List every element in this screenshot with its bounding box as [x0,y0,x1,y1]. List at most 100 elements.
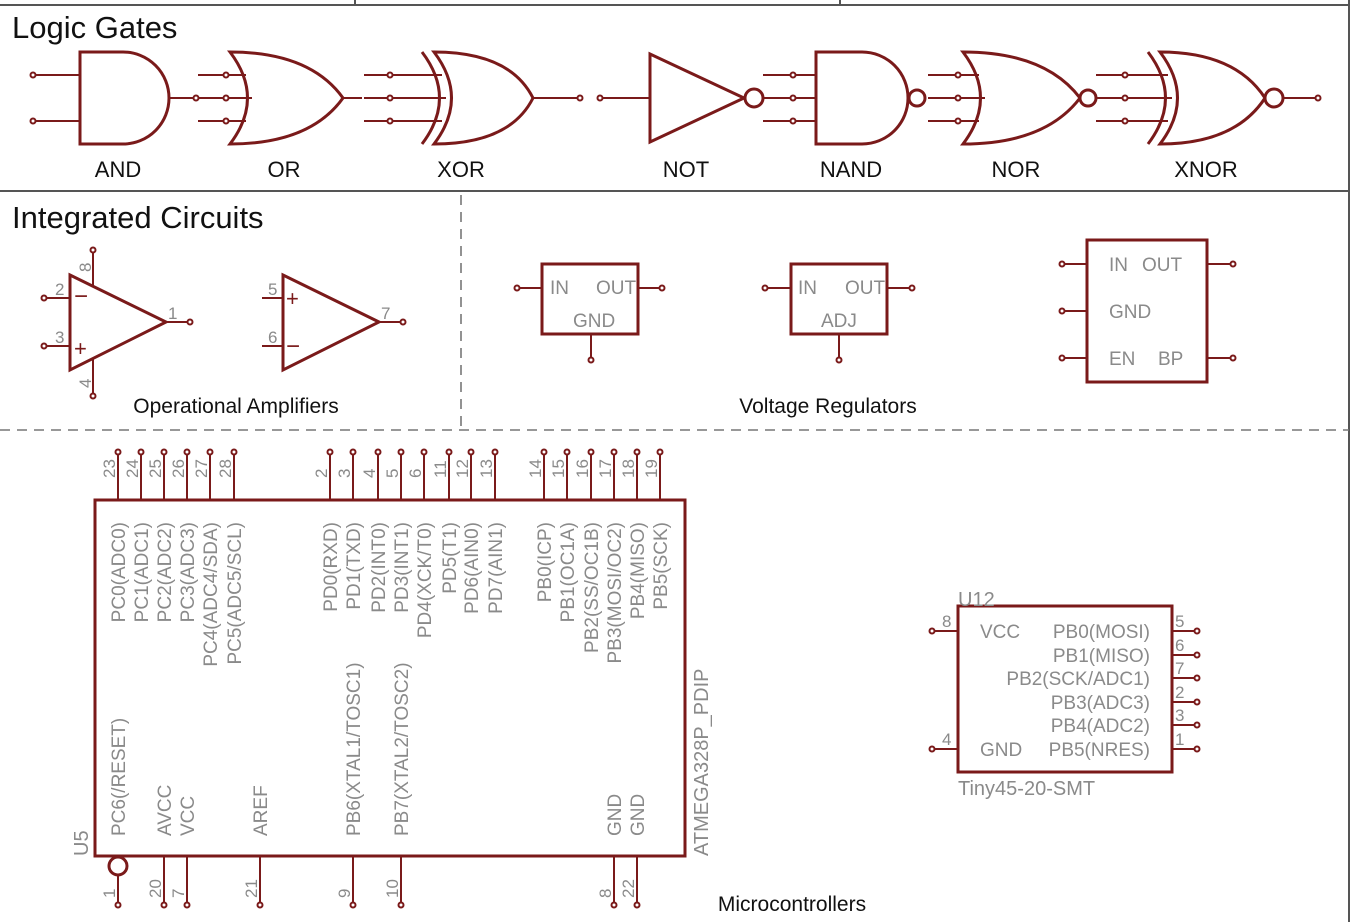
caption-voltage-regulators: Voltage Regulators [739,395,916,418]
attiny45-pins: 8VCC4GND5PB0(MOSI)6PB1(MISO)7PB2(SCK/ADC… [928,612,1201,761]
atmega-pin-number: 21 [242,879,261,898]
atmega-pin-number: 10 [383,879,402,898]
atmega-pin-name: PB6(XTAL1/TOSC1) [344,662,365,836]
tiny-pin-name: PB3(ADC3) [1051,693,1150,714]
atmega328p-symbol [93,498,687,877]
regulator-fixed-symbol [513,262,666,364]
atmega-pin-end [349,901,357,909]
atmega-pin-number: 20 [146,879,165,898]
tiny-pin-name: PB2(SCK/ADC1) [1006,669,1150,690]
opamp-b-pin-6: 6 [268,328,277,347]
atmega-pin-end [610,901,618,909]
atmega-pin-end [633,448,641,456]
atmega-pin-number: 25 [146,459,165,478]
opamp-b-plus-sign: + [286,286,299,311]
atmega-pin-number: 27 [192,459,211,478]
opamp-b-symbol [262,272,407,373]
atmega-pin-name: PB4(MISO) [628,522,649,619]
atmega-pin-name: PB3(MOSI/OC2) [605,522,626,663]
tiny-pin-end [1193,698,1201,706]
atmega-pin-name: PD3(INT1) [392,522,413,613]
tiny-pin-end [1193,651,1201,659]
regulator-fixed-out-label: OUT [596,278,637,299]
atmega-pin-name: PC1(ADC1) [132,522,153,622]
opamp-a-pin-4: 4 [76,379,95,388]
tiny-pin-end [928,745,936,753]
atmega-pin-number: 1 [100,889,119,898]
section-title-logic-gates: Logic Gates [12,10,177,45]
atmega-pin-name: AREF [251,785,272,836]
opamp-b-pin-7: 7 [381,304,390,323]
atmega-pin-end [420,448,428,456]
regulator-ldo-gnd-label: GND [1109,302,1151,323]
gate-label-xor: XOR [437,157,485,182]
attiny45-symbol [956,604,1174,774]
section-title-integrated-circuits: Integrated Circuits [12,200,264,235]
regulator-ldo-out-label: OUT [1142,255,1183,276]
atmega-pin-number: 7 [169,889,188,898]
gate-label-and: AND [95,157,141,182]
atmega-pin-name: PB2(SS/OC1B) [582,522,603,653]
atmega-pin-end [114,448,122,456]
atmega-pin-number: 2 [312,469,331,478]
atmega-pin-name: GND [628,794,649,836]
regulator-adjustable-symbol [761,262,916,364]
opamp-a-symbol [40,246,194,400]
tiny-pin-number: 8 [942,612,951,631]
atmega-pin-number: 9 [335,889,354,898]
atmega-pin-name: GND [605,794,626,836]
atmega-pin-name: PC2(ADC2) [155,522,176,622]
atmega-pin-end [633,901,641,909]
tiny-pin-number: 7 [1175,659,1184,678]
atmega-pin-number: 19 [642,459,661,478]
tiny-pin-name: VCC [980,622,1020,643]
atmega-pin-number: 12 [453,459,472,478]
tiny-pin-name: PB5(NRES) [1049,740,1150,761]
atmega-pin-end [349,448,357,456]
atmega-pin-name: PD1(TXD) [344,522,365,610]
regulator-fixed-in-label: IN [550,278,569,299]
opamp-a-pin-2: 2 [55,280,64,299]
atmega-pin-end [397,448,405,456]
atmega-pin-name: PC3(ADC3) [178,522,199,622]
regulator-adj-out-label: OUT [845,278,886,299]
atmega-pin-end [467,448,475,456]
atmega-pin-end [114,901,122,909]
atmega-pin-end [587,448,595,456]
atmega-pin-number: 15 [549,459,568,478]
tiny-pin-number: 5 [1175,612,1184,631]
atmega-pin-number: 24 [123,459,142,478]
atmega-pin-name: PC5(ADC5/SCL) [225,522,246,665]
opamp-a-plus-sign: + [74,336,87,361]
tiny-pin-number: 2 [1175,683,1184,702]
atmega-pin-end [160,901,168,909]
atmega-pin-number: 13 [477,459,496,478]
caption-microcontrollers: Microcontrollers [718,893,866,916]
atmega-pin-name: PC6(/RESET) [109,718,130,836]
tiny-pin-end [1193,721,1201,729]
atmega-pin-end [160,448,168,456]
opamp-a-pin-1: 1 [168,304,177,323]
not-gate-symbol [596,51,765,145]
atmega-pin-number: 5 [383,469,402,478]
atmega-pin-name: VCC [178,796,199,836]
tiny-pin-end [1193,745,1201,753]
atmega-bottom-pins: 1PC6(/RESET)20AVCC7VCC21AREF9PB6(XTAL1/T… [100,662,649,909]
atmega-pin-end [491,448,499,456]
or-gate-symbol [198,50,362,146]
tiny-pin-name: PB0(MOSI) [1053,622,1150,643]
atmega-pin-end [230,448,238,456]
atmega-pin-name: PC0(ADC0) [109,522,130,622]
atmega-pin-number: 28 [216,459,235,478]
gate-label-not: NOT [663,157,709,182]
atmega-pin-name: PD5(T1) [440,522,461,594]
atmega-pin-end [540,448,548,456]
nand-gate-symbol [763,50,927,146]
tiny-part-name: Tiny45-20-SMT [958,778,1095,800]
atmega-pin-end [326,448,334,456]
opamp-a-pin-3: 3 [55,328,64,347]
opamp-b-minus-sign: − [286,333,300,360]
atmega-pin-number: 23 [100,459,119,478]
